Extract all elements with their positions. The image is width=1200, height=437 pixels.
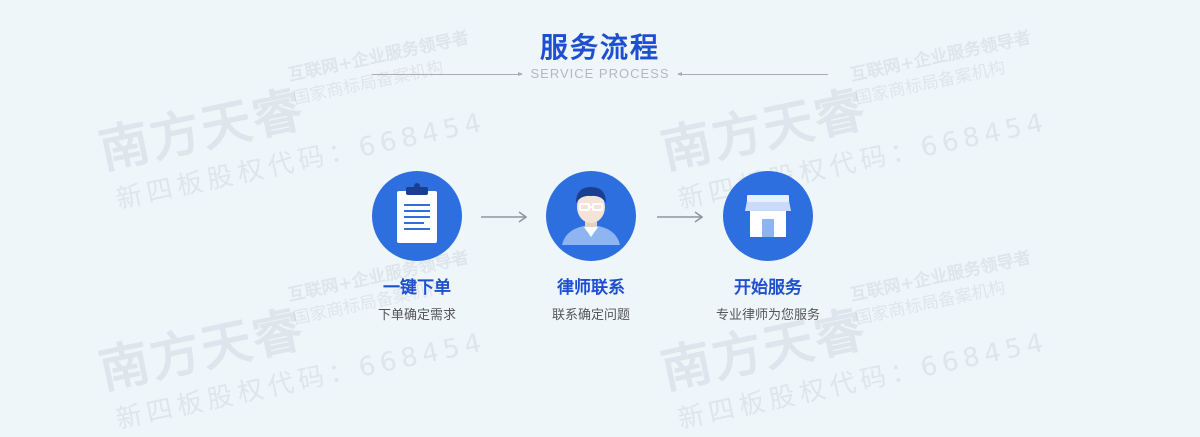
step-icon-circle	[546, 171, 636, 261]
section-title: 服务流程	[539, 31, 660, 64]
step-desc: 联系确定问题	[551, 308, 630, 323]
watermark-code: 新四板股权代码：668454	[113, 327, 489, 436]
watermark-code: 新四板股权代码：668454	[675, 327, 1051, 436]
step-lawyer-contact: 律师联系 联系确定问题	[501, 171, 681, 323]
step-icon-circle	[372, 171, 462, 261]
watermark-tagline2: 国家商标局备案机构	[853, 277, 1008, 330]
step-title: 开始服务	[734, 278, 802, 298]
step-icon-circle	[723, 171, 813, 261]
step-order: 一键下单 下单确定需求	[327, 171, 507, 323]
step-start-service: 开始服务 专业律师为您服务	[678, 171, 858, 323]
subtitle-right-line	[677, 72, 828, 76]
step-title: 律师联系	[557, 278, 625, 298]
subtitle-left-line	[372, 72, 523, 76]
watermark-brand: 南方天睿	[656, 80, 872, 181]
shop-icon	[745, 195, 791, 237]
subtitle-row: SERVICE PROCESS	[0, 66, 1200, 84]
arrow-right-icon	[481, 211, 527, 223]
watermark-brand: 南方天睿	[94, 300, 310, 401]
watermark-brand: 南方天睿	[94, 80, 310, 181]
watermark-tagline: 互联网+企业服务领导者	[848, 247, 1033, 306]
arrow-right-icon	[657, 211, 703, 223]
step-desc: 专业律师为您服务	[715, 308, 820, 323]
lawyer-icon	[562, 187, 620, 245]
clipboard-icon	[397, 183, 437, 243]
step-title: 一键下单	[383, 278, 451, 298]
step-desc: 下单确定需求	[377, 308, 456, 323]
section-subtitle: SERVICE PROCESS	[530, 66, 670, 81]
